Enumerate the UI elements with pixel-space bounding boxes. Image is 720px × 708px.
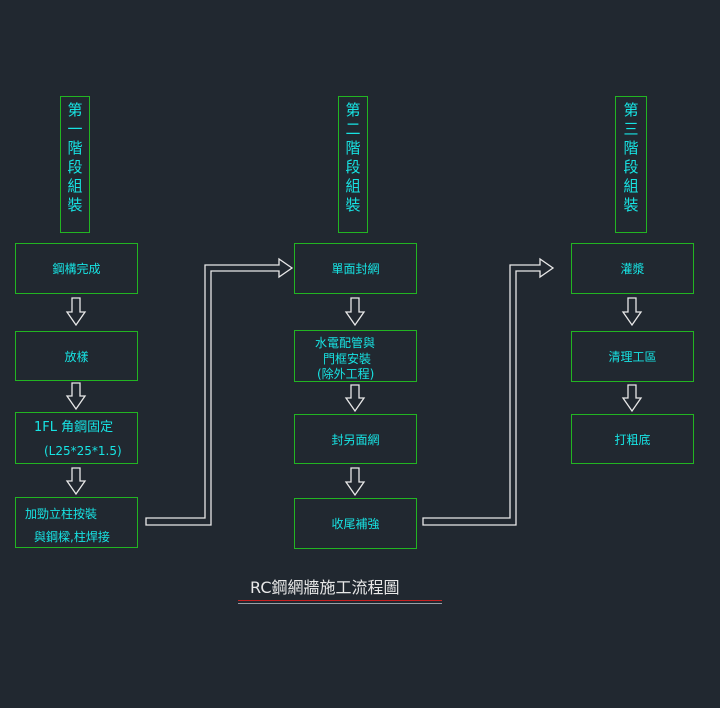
down-arrow-icon	[621, 297, 643, 327]
col1-step4-line2: 與鋼樑,柱焊接	[34, 530, 110, 544]
stage-2-header: 第 二 階 段 組 裝	[338, 96, 368, 233]
col1-step1-box: 鋼構完成	[15, 243, 138, 294]
stage-2-char: 二	[345, 120, 361, 138]
down-arrow-icon	[65, 297, 87, 327]
stage-3-char: 第	[623, 101, 639, 119]
col3-step2-label: 清理工區	[608, 350, 657, 364]
down-arrow-icon	[344, 467, 366, 497]
stage-3-char: 三	[623, 120, 639, 138]
col2-step3-box: 封另面網	[294, 414, 417, 464]
col2-step2-line2: 門框安裝	[323, 352, 372, 366]
stage-3-char: 組	[623, 177, 639, 195]
col3-step1-label: 灌漿	[620, 262, 645, 276]
col1-step4-line1: 加勁立柱按裝	[25, 507, 98, 521]
col1-step3-box: 1FL 角鋼固定 (L25*25*1.5)	[15, 412, 138, 464]
col3-step3-box: 打粗底	[571, 414, 694, 464]
stage-3-char: 裝	[623, 196, 639, 214]
col2-step4-label: 收尾補強	[331, 517, 380, 531]
col3-step2-box: 清理工區	[571, 331, 694, 382]
stage-1-char: 一	[67, 120, 83, 138]
stage-1-char: 階	[67, 139, 83, 157]
stage-2-char: 裝	[345, 196, 361, 214]
col2-step1-box: 單面封網	[294, 243, 417, 294]
connector-arrow-icon	[422, 257, 555, 526]
col2-step1-label: 單面封網	[331, 262, 380, 276]
stage-1-char: 段	[67, 158, 83, 176]
stage-3-header: 第 三 階 段 組 裝	[615, 96, 647, 233]
col1-step3-line2: (L25*25*1.5)	[44, 444, 122, 458]
stage-1-char: 組	[67, 177, 83, 195]
col1-step1-label: 鋼構完成	[52, 262, 101, 276]
stage-2-char: 組	[345, 177, 361, 195]
col2-step4-box: 收尾補強	[294, 498, 417, 549]
stage-2-char: 階	[345, 139, 361, 157]
down-arrow-icon	[344, 384, 366, 413]
down-arrow-icon	[65, 382, 87, 411]
col2-step2-box: 水電配管與 門框安裝 (除外工程)	[294, 330, 417, 382]
stage-1-header: 第 一 階 段 組 裝	[60, 96, 90, 233]
col1-step2-label: 放樣	[64, 349, 89, 364]
down-arrow-icon	[65, 467, 87, 496]
col2-step2-line1: 水電配管與	[315, 336, 376, 350]
connector-arrow-icon	[145, 257, 294, 526]
stage-3-char: 階	[623, 139, 639, 157]
down-arrow-icon	[621, 384, 643, 413]
col3-step3-label: 打粗底	[614, 432, 651, 447]
col1-step2-box: 放樣	[15, 331, 138, 381]
title-underline	[238, 600, 442, 601]
diagram-title: RC鋼網牆施工流程圖	[250, 578, 400, 597]
col2-step3-label: 封另面網	[331, 432, 380, 447]
col1-step4-box: 加勁立柱按裝 與鋼樑,柱焊接	[15, 497, 138, 548]
col2-step2-line3: (除外工程)	[317, 367, 375, 381]
stage-3-char: 段	[623, 158, 639, 176]
col3-step1-box: 灌漿	[571, 243, 694, 294]
stage-1-char: 第	[67, 101, 83, 119]
stage-2-char: 第	[345, 101, 361, 119]
down-arrow-icon	[344, 297, 366, 327]
stage-2-char: 段	[345, 158, 361, 176]
title-underline-secondary	[238, 603, 442, 604]
col1-step3-line1: 1FL 角鋼固定	[34, 420, 114, 435]
stage-1-char: 裝	[67, 196, 83, 214]
